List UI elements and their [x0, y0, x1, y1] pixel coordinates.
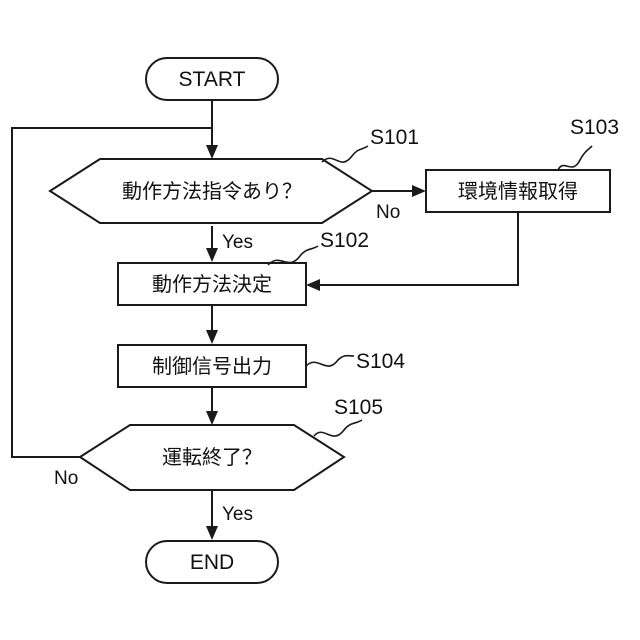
branch-s105-yes: Yes [222, 504, 253, 525]
step-label-s101: S101 [370, 126, 419, 149]
arrowhead-into-s103 [412, 185, 426, 197]
process-s104: 制御信号出力 [118, 345, 306, 387]
leader-s105 [314, 420, 362, 436]
process-s103: 環境情報取得 [426, 170, 610, 212]
leader-s101 [322, 146, 368, 162]
arrowhead-into-s102 [206, 248, 218, 262]
arrowhead-into-s101 [206, 145, 218, 159]
decision-s105: 運転終了？ [80, 425, 344, 490]
decision-s101-label: 動作方法指令あり？ [122, 179, 302, 203]
step-label-s103: S103 [570, 116, 619, 139]
arrowhead-into-s104 [206, 330, 218, 344]
step-label-s105: S105 [334, 396, 383, 419]
end-terminal: END [146, 541, 278, 583]
arrowhead-s103-into-s102 [306, 279, 320, 291]
step-label-s104: S104 [356, 350, 405, 373]
step-label-s102: S102 [320, 229, 369, 252]
decision-s105-label: 運転終了？ [162, 445, 262, 469]
process-s102-label: 動作方法決定 [152, 272, 272, 296]
process-s103-label: 環境情報取得 [458, 179, 578, 203]
leader-s104 [306, 356, 354, 366]
leader-s103 [558, 146, 592, 170]
branch-s105-no: No [54, 468, 78, 489]
branch-s101-no: No [376, 202, 400, 223]
arrowhead-into-end [206, 526, 218, 540]
decision-s101: 動作方法指令あり？ [50, 159, 372, 223]
process-s102: 動作方法決定 [118, 263, 306, 305]
arrowhead-into-s105 [206, 411, 218, 425]
branch-s101-yes: Yes [222, 232, 253, 253]
start-terminal: START [146, 58, 278, 100]
end-label: END [190, 551, 234, 574]
start-label: START [179, 68, 246, 91]
process-s104-label: 制御信号出力 [152, 354, 272, 378]
